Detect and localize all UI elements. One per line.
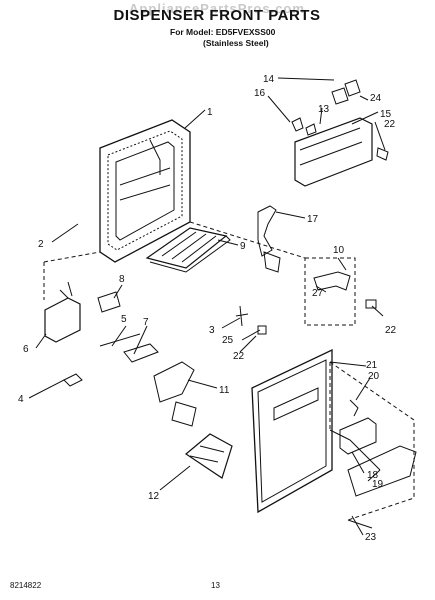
callout-6: 6 — [23, 344, 29, 355]
part-17-lever — [257, 205, 281, 273]
callout-1: 1 — [207, 107, 213, 118]
model-line: For Model: ED5FVEXSS00 — [170, 27, 276, 37]
part-10-latch — [304, 257, 377, 326]
callout-22-b: 22 — [385, 325, 397, 336]
callout-14: 14 — [263, 74, 275, 85]
part-6-actuator — [44, 281, 121, 343]
callout-13: 13 — [318, 104, 330, 115]
callout-22-c: 22 — [233, 351, 245, 362]
variant-line: (Stainless Steel) — [203, 38, 269, 48]
small-parts-3-5-7 — [99, 305, 267, 363]
callout-20: 20 — [368, 371, 380, 382]
assembly-23-outline — [329, 361, 415, 529]
callout-5: 5 — [121, 314, 127, 325]
callout-19: 19 — [372, 479, 384, 490]
page-title: DISPENSER FRONT PARTS — [113, 7, 321, 24]
callout-15: 15 — [380, 109, 392, 120]
callout-10: 10 — [333, 245, 345, 256]
part-9-drip-tray — [145, 227, 231, 273]
part-21-front-panel — [251, 348, 333, 514]
callout-11: 11 — [219, 385, 230, 396]
callout-12: 12 — [148, 491, 160, 502]
callout-9: 9 — [240, 241, 246, 252]
callout-22-a: 22 — [384, 119, 396, 130]
part-4-clip — [63, 373, 83, 387]
part-15-control-module — [291, 79, 389, 187]
callout-4: 4 — [18, 394, 24, 405]
callout-2: 2 — [38, 239, 44, 250]
callout-17: 17 — [307, 214, 319, 225]
callout-3: 3 — [209, 325, 215, 336]
callout-24: 24 — [370, 93, 382, 104]
site-watermark: AppliancePartsPros.com — [129, 1, 305, 16]
document-number: 8214822 — [10, 581, 42, 590]
callout-7: 7 — [143, 317, 149, 328]
assembly-path-lines — [43, 221, 306, 300]
part-1-housing — [99, 119, 191, 263]
callout-27: 27 — [312, 288, 324, 299]
callout-18: 18 — [367, 470, 379, 481]
part-11-bracket — [153, 361, 197, 427]
callout-23: 23 — [365, 532, 377, 543]
page-number: 13 — [211, 581, 220, 590]
part-18-20-control-board — [329, 399, 417, 497]
callout-16: 16 — [254, 88, 266, 99]
callout-labels: 1 2 3 4 5 6 7 8 9 10 11 12 13 14 15 16 1… — [18, 74, 397, 543]
callout-8: 8 — [119, 274, 125, 285]
callout-25: 25 — [222, 335, 234, 346]
callout-21: 21 — [366, 360, 378, 371]
part-12-funnel — [184, 433, 233, 479]
leader-lines — [28, 77, 386, 536]
